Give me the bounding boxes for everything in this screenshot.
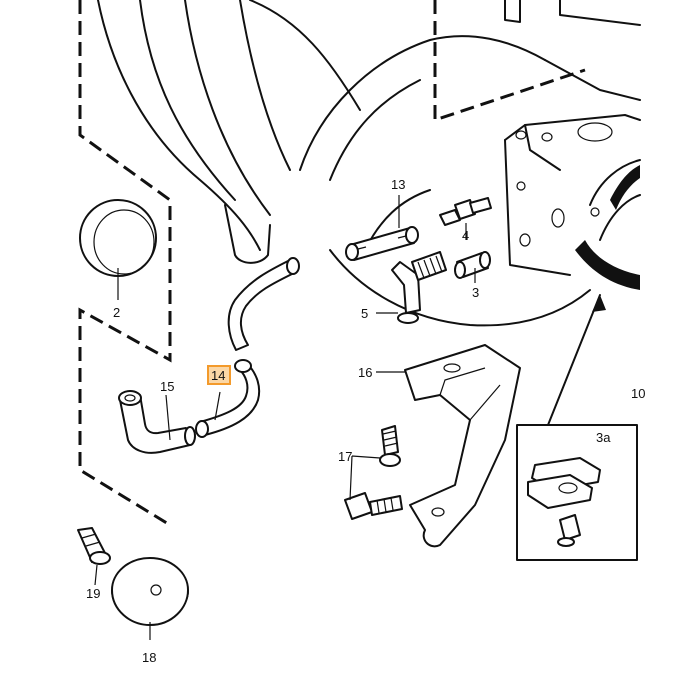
label-3a: 3a (596, 430, 611, 445)
label-15: 15 (160, 379, 174, 394)
leader-lines (94, 195, 476, 640)
label-13: 13 (391, 177, 405, 192)
bracket-16 (404, 344, 521, 548)
label-19: 19 (86, 586, 100, 601)
hose-14 (195, 257, 300, 438)
hose-elbow-15 (118, 390, 196, 454)
cap-2 (79, 199, 157, 277)
label-10: 10 (631, 386, 645, 401)
label-16: 16 (358, 365, 372, 380)
label-2: 2 (113, 305, 120, 320)
pipe-13 (345, 226, 419, 261)
label-3: 3 (472, 285, 479, 300)
cap-18 (111, 557, 189, 626)
bolts-17 (344, 425, 403, 520)
label-5: 5 (361, 306, 368, 321)
nipple-4 (439, 197, 492, 226)
label-4: 4 (462, 228, 469, 243)
elbow-5 (391, 251, 447, 324)
sleeve-3 (454, 251, 491, 279)
grommet-19 (77, 527, 111, 565)
label-17: 17 (338, 449, 352, 464)
label-14-highlight (207, 365, 231, 385)
intake-manifold (97, 0, 641, 327)
detail-box-3a (516, 294, 638, 561)
label-14: 14 (211, 368, 225, 383)
dashed-boundary (78, 0, 586, 527)
label-18: 18 (142, 650, 156, 665)
